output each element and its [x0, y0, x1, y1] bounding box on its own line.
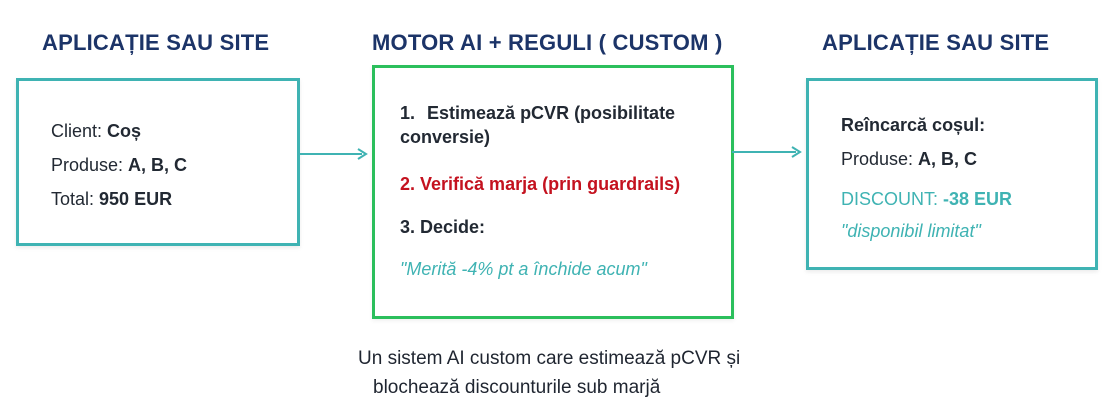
- discount-value: -38 EUR: [943, 189, 1013, 209]
- products-line: Produse: A, B, C: [841, 149, 977, 170]
- step-estimate-pcvr: 1.Estimează pCVR (posibilitate conversie…: [400, 101, 720, 149]
- decision-quote: "Merită -4% pt a închide acum": [400, 259, 647, 279]
- input-app-box: Client: Coș Produse: A, B, C Total: 950 …: [16, 78, 300, 246]
- total-label: Total:: [51, 189, 100, 209]
- step-check-margin: 2. Verifică marja (prin guardrails): [400, 174, 681, 194]
- step1-number: 1.: [400, 103, 416, 123]
- arrow-right-icon: [732, 146, 802, 158]
- client-label: Client:: [51, 121, 108, 141]
- reload-cart-label: Reîncarcă coșul:: [841, 115, 986, 135]
- client-value: Coș: [107, 121, 142, 141]
- caption: Un sistem AI custom care estimează pCVR …: [358, 344, 740, 402]
- total-value: 950 EUR: [99, 189, 173, 209]
- products-label: Produse:: [841, 149, 919, 169]
- ai-engine-box: 1.Estimează pCVR (posibilitate conversie…: [372, 65, 734, 319]
- column-title-middle: MOTOR AI + REGULI ( CUSTOM ): [372, 30, 723, 55]
- caption-line-2: blochează discounturile sub marjă: [373, 377, 661, 398]
- caption-line-1: Un sistem AI custom care estimează pCVR …: [358, 348, 741, 369]
- discount-line: DISCOUNT: -38 EUR: [841, 189, 1012, 210]
- total-line: Total: 950 EUR: [51, 189, 172, 210]
- step-decide: 3. Decide:: [400, 217, 486, 237]
- column-title-right: APLICAȚIE SAU SITE: [822, 30, 1050, 55]
- arrow-right-icon: [298, 148, 368, 160]
- client-line: Client: Coș: [51, 121, 141, 142]
- step1-text: Estimează pCVR (posibilitate conversie): [400, 103, 676, 147]
- products-line: Produse: A, B, C: [51, 155, 187, 176]
- discount-label: DISCOUNT:: [841, 189, 944, 209]
- products-value: A, B, C: [918, 149, 978, 169]
- output-app-box: Reîncarcă coșul: Produse: A, B, C DISCOU…: [806, 78, 1098, 270]
- products-value: A, B, C: [128, 155, 188, 175]
- column-title-left: APLICAȚIE SAU SITE: [42, 30, 270, 55]
- products-label: Produse:: [51, 155, 129, 175]
- availability-note: "disponibil limitat": [841, 221, 981, 241]
